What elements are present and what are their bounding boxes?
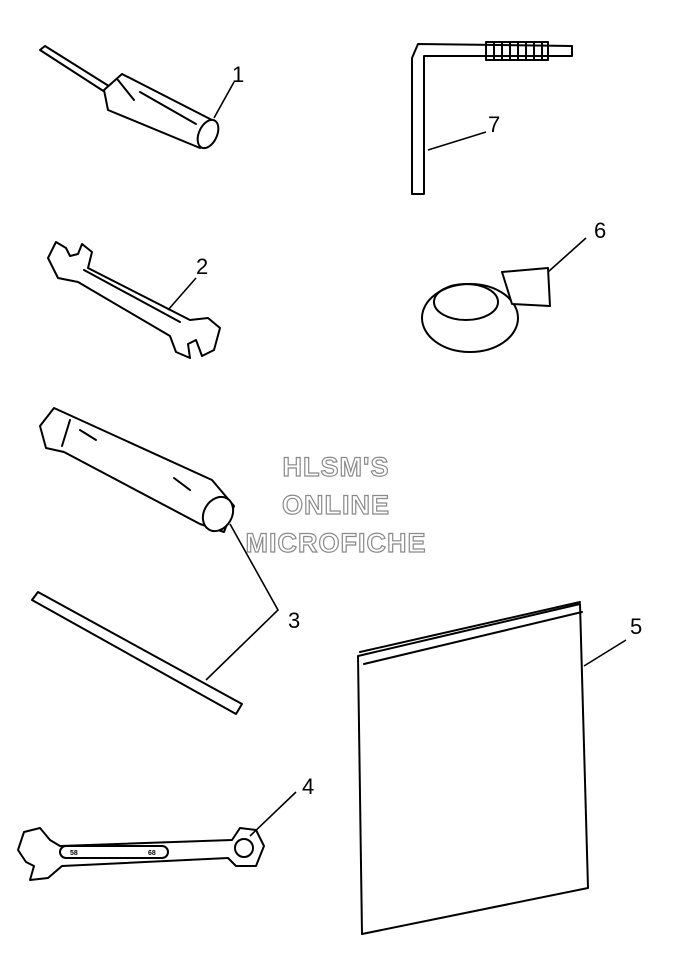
callout-4: 4 [302, 774, 314, 799]
wrench-mark-left: 58 [70, 850, 78, 857]
part-screwdriver [39, 45, 235, 150]
part-combination-wrench: 58 68 [17, 791, 297, 881]
callout-6: 6 [594, 218, 606, 243]
part-open-end-wrench [47, 241, 221, 359]
part-owners-manual [357, 601, 627, 935]
watermark: HLSM'S ONLINE MICROFICHE [245, 451, 427, 558]
callout-7: 7 [488, 112, 500, 137]
callout-3: 3 [288, 608, 300, 633]
watermark-line-3: MICROFICHE [246, 528, 427, 558]
part-tommy-bar [31, 523, 279, 715]
part-box-wrench [39, 407, 235, 533]
wrench-mark-right: 68 [148, 850, 156, 857]
watermark-line-2: ONLINE [282, 490, 390, 520]
callout-2: 2 [196, 254, 208, 279]
part-hex-key [411, 41, 573, 195]
part-tool-bag [421, 237, 587, 353]
watermark-line-1: HLSM'S [283, 452, 390, 482]
callout-1: 1 [232, 62, 244, 87]
callout-5: 5 [630, 614, 642, 639]
